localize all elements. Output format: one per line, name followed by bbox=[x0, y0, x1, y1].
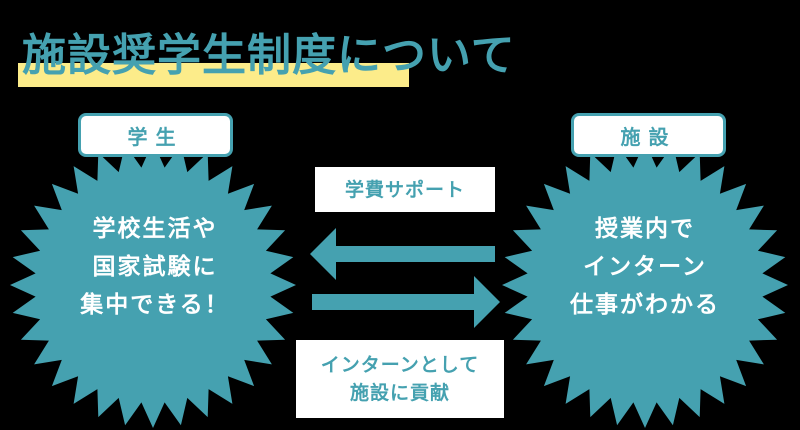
student-description: 学校生活や 国家試験に 集中できる！ bbox=[55, 210, 255, 324]
arrow-right-icon bbox=[312, 276, 500, 328]
intern-line-2: 施設に貢献 bbox=[349, 382, 450, 404]
arrow-left-icon bbox=[310, 228, 495, 280]
intern-contribution-label: インターンとして 施設に貢献 bbox=[296, 340, 504, 418]
student-line-2: 国家試験に bbox=[92, 254, 218, 280]
facility-gear-shape bbox=[502, 142, 788, 428]
facility-description: 授業内で インターン 仕事がわかる bbox=[545, 210, 745, 324]
facility-badge-label: 施設 bbox=[620, 124, 677, 149]
facility-line-2: インターン bbox=[583, 254, 707, 280]
intern-line-1: インターンとして bbox=[320, 354, 480, 376]
student-line-3: 集中できる！ bbox=[80, 292, 230, 318]
facility-line-1: 授業内で bbox=[595, 216, 695, 242]
title-block: 施設奨学生制度について bbox=[18, 30, 516, 87]
page-title: 施設奨学生制度について bbox=[22, 30, 516, 81]
facility-badge: 施設 bbox=[571, 113, 726, 157]
student-badge-label: 学生 bbox=[127, 124, 184, 149]
student-gear-shape bbox=[10, 142, 296, 428]
facility-line-3: 仕事がわかる bbox=[570, 292, 720, 318]
student-line-1: 学校生活や bbox=[92, 216, 218, 242]
student-badge: 学生 bbox=[78, 113, 233, 157]
tuition-support-text: 学費サポート bbox=[344, 178, 465, 201]
tuition-support-label: 学費サポート bbox=[315, 167, 495, 212]
title-highlight bbox=[18, 63, 409, 87]
